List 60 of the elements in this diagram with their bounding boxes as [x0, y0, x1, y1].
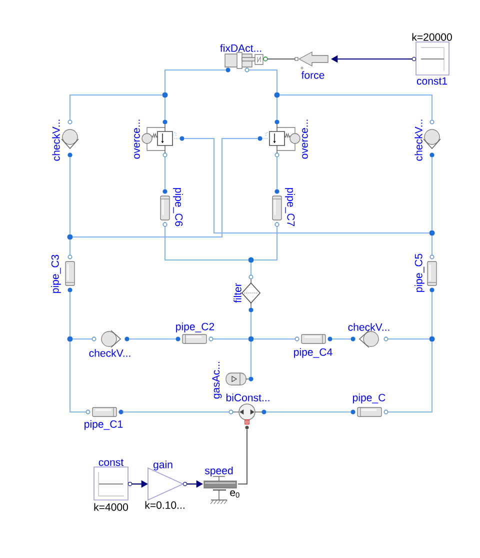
component-label: const1	[416, 77, 447, 85]
component-label: overce...	[134, 120, 140, 159]
connector-line	[280, 94, 433, 120]
connector-line	[254, 226, 278, 261]
connector-line	[73, 338, 92, 340]
component-label: force	[301, 71, 324, 79]
component-label: fixDAct...	[220, 44, 262, 52]
connector-line	[238, 430, 248, 485]
connector-line	[431, 157, 433, 230]
parameter-label: e$_{0}$	[230, 490, 240, 498]
component-label: const	[98, 459, 124, 466]
component-label: filter	[234, 283, 242, 303]
parameter-label: k=4000	[94, 503, 128, 511]
connector-line	[431, 292, 433, 336]
connector-line	[129, 338, 176, 340]
component-label: pipe_C3	[51, 254, 61, 293]
component-label: pipe_C	[352, 394, 386, 404]
connector-line	[213, 338, 248, 340]
connector-line	[164, 69, 226, 92]
component-label: pipe_C6	[173, 188, 183, 226]
component-label: pipe_C2	[176, 322, 214, 332]
connector-line	[276, 157, 278, 190]
connector-line	[69, 240, 71, 255]
connector-line	[250, 312, 252, 336]
connector-line	[332, 338, 351, 340]
component-label: pipe_C1	[84, 420, 123, 430]
component-label: pipe_C4	[294, 348, 332, 358]
parameter-label: k=20000	[412, 33, 452, 41]
connector-line	[388, 342, 433, 413]
connector-line	[164, 157, 166, 190]
connector-line	[123, 411, 229, 413]
component-label: overce...	[302, 120, 308, 159]
component-label: pipe_C5	[414, 254, 424, 292]
connector-line	[73, 138, 258, 238]
component-label: pipe_C7	[285, 188, 295, 226]
connector-line	[268, 58, 295, 60]
connector-line	[250, 342, 252, 377]
connector-line	[431, 236, 433, 255]
component-label: checkV...	[52, 120, 60, 161]
connector-line	[69, 292, 71, 336]
connector-line	[276, 98, 278, 120]
connector-line	[250, 263, 252, 275]
connector-line	[254, 338, 295, 340]
connector-line	[69, 157, 71, 234]
connector-line	[164, 98, 166, 120]
component-label: checkV...	[348, 323, 390, 331]
component-label: gain	[153, 460, 172, 470]
connector-line	[69, 342, 86, 413]
connector-line	[184, 138, 429, 234]
connector-line	[388, 338, 429, 340]
connector-line	[266, 411, 351, 413]
connector-line	[249, 69, 278, 92]
parameter-label: k=0.10...	[145, 501, 184, 509]
component-label: checkV...	[414, 120, 422, 161]
component-label: biConst...	[226, 394, 270, 402]
connector-line	[69, 94, 162, 120]
component-label: gasAc...	[212, 362, 222, 399]
component-label: speed	[204, 466, 233, 476]
component-label: checkV...	[89, 349, 130, 357]
connector-line	[164, 226, 248, 261]
